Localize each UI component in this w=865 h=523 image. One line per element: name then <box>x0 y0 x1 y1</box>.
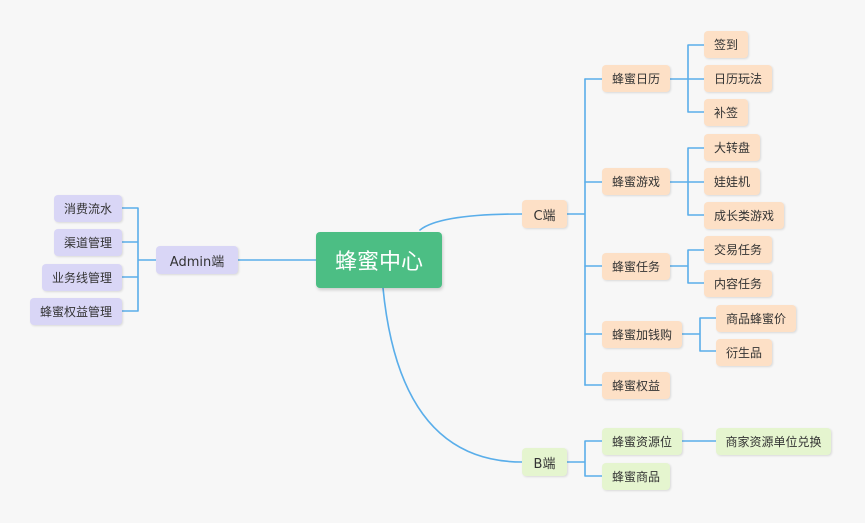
b-branch-node[interactable]: B端 <box>522 448 567 476</box>
game-child-wheel[interactable]: 大转盘 <box>704 134 760 161</box>
calendar-child-play[interactable]: 日历玩法 <box>704 65 772 92</box>
link-addbuy-children <box>681 317 717 352</box>
task-child-content[interactable]: 内容任务 <box>704 270 772 297</box>
root-node[interactable]: 蜂蜜中心 <box>316 232 442 288</box>
c-group-addbuy[interactable]: 蜂蜜加钱购 <box>602 321 682 348</box>
link-game-children <box>669 147 705 216</box>
addbuy-child-derivative[interactable]: 衍生品 <box>716 339 772 366</box>
link-root-b <box>382 287 523 463</box>
c-group-calendar[interactable]: 蜂蜜日历 <box>602 65 670 92</box>
link-admin-children <box>121 207 157 312</box>
admin-child-flow[interactable]: 消费流水 <box>54 195 122 222</box>
link-calendar-children <box>669 44 705 113</box>
c-group-game[interactable]: 蜂蜜游戏 <box>602 168 670 195</box>
game-child-growth[interactable]: 成长类游戏 <box>704 202 784 229</box>
c-group-task[interactable]: 蜂蜜任务 <box>602 253 670 280</box>
calendar-child-makeup[interactable]: 补签 <box>704 99 748 126</box>
link-c-trunk <box>566 78 586 386</box>
admin-branch-node[interactable]: Admin端 <box>156 246 238 274</box>
calendar-child-checkin[interactable]: 签到 <box>704 31 748 58</box>
addbuy-child-price[interactable]: 商品蜂蜜价 <box>716 305 796 332</box>
admin-child-business[interactable]: 业务线管理 <box>42 264 122 291</box>
c-group-rights[interactable]: 蜂蜜权益 <box>602 372 670 399</box>
link-root-c <box>419 213 523 231</box>
admin-child-channel[interactable]: 渠道管理 <box>54 229 122 256</box>
b-group-resource[interactable]: 蜂蜜资源位 <box>602 428 682 455</box>
b-group-goods[interactable]: 蜂蜜商品 <box>602 463 670 490</box>
admin-child-rights[interactable]: 蜂蜜权益管理 <box>30 298 122 325</box>
link-b-trunk <box>566 440 603 477</box>
resource-child-exchange[interactable]: 商家资源单位兑换 <box>716 428 831 455</box>
task-child-trade[interactable]: 交易任务 <box>704 236 772 263</box>
c-branch-node[interactable]: C端 <box>522 200 567 228</box>
link-task-children <box>669 249 705 284</box>
game-child-claw[interactable]: 娃娃机 <box>704 168 760 195</box>
